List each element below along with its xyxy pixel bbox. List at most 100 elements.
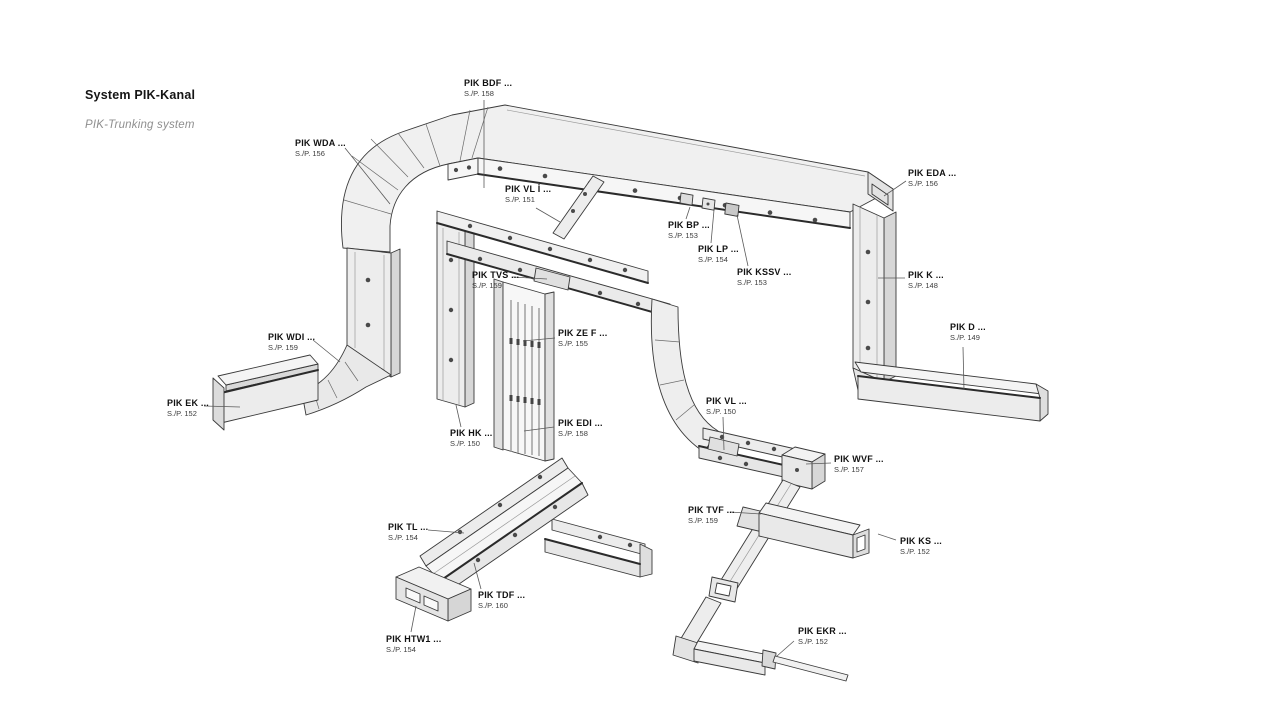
part-page-ref: S./P. 149 bbox=[950, 333, 980, 342]
part-name: PIK TL ... bbox=[388, 522, 429, 532]
leader-line-pik-vl-i bbox=[535, 207, 561, 223]
part-page-ref: S./P. 154 bbox=[386, 645, 416, 654]
part-name: PIK KSSV ... bbox=[737, 267, 792, 277]
leader-line-pik-hk bbox=[455, 404, 462, 428]
part-name: PIK HTW1 ... bbox=[386, 634, 442, 644]
part-name: PIK KS ... bbox=[900, 536, 943, 546]
leader-line-pik-tvf bbox=[729, 511, 762, 515]
wvf-corner bbox=[781, 446, 826, 490]
part-name: PIK WVF ... bbox=[834, 454, 884, 464]
label-pik-k: PIK K ...S./P. 148 bbox=[908, 270, 944, 290]
left-column bbox=[346, 247, 401, 378]
part-name: PIK LP ... bbox=[698, 244, 739, 254]
right-corner-eda bbox=[867, 171, 894, 212]
label-pik-htw1: PIK HTW1 ...S./P. 154 bbox=[386, 634, 441, 654]
part-page-ref: S./P. 152 bbox=[798, 637, 828, 646]
label-pik-tvs: PIK TVS ...S./P. 159 bbox=[472, 270, 519, 290]
label-pik-ze-f: PIK ZE F ...S./P. 155 bbox=[558, 328, 607, 348]
label-pik-tvf: PIK TVF ...S./P. 159 bbox=[688, 505, 735, 525]
part-page-ref: S./P. 159 bbox=[688, 516, 718, 525]
cable-column bbox=[493, 278, 555, 462]
leader-line-pik-edi bbox=[523, 426, 555, 432]
part-page-ref: S./P. 148 bbox=[908, 281, 938, 290]
part-page-ref: S./P. 158 bbox=[464, 89, 494, 98]
leader-line-pik-wda bbox=[344, 147, 391, 205]
part-name: PIK EDA ... bbox=[908, 168, 957, 178]
part-page-ref: S./P. 158 bbox=[558, 429, 588, 438]
part-name: PIK TVS ... bbox=[472, 270, 520, 280]
leader-line-pik-bp bbox=[685, 206, 691, 220]
leader-line-pik-vl bbox=[722, 416, 725, 451]
part-page-ref: S./P. 155 bbox=[558, 339, 588, 348]
leader-line-pik-wvf bbox=[805, 462, 832, 465]
part-name: PIK TDF ... bbox=[478, 590, 526, 600]
leader-line-pik-eda bbox=[883, 180, 907, 197]
leader-line-pik-tvs bbox=[512, 276, 548, 280]
part-page-ref: S./P. 151 bbox=[505, 195, 535, 204]
part-name: PIK BP ... bbox=[668, 220, 710, 230]
label-pik-eda: PIK EDA ...S./P. 156 bbox=[908, 168, 956, 188]
part-name: PIK VL ... bbox=[706, 396, 747, 406]
label-pik-tdf: PIK TDF ...S./P. 160 bbox=[478, 590, 525, 610]
part-page-ref: S./P. 160 bbox=[478, 601, 508, 610]
right-column-k bbox=[852, 203, 897, 383]
d-channel bbox=[852, 361, 1049, 422]
part-name: PIK EDI ... bbox=[558, 418, 603, 428]
label-pik-vl-i: PIK VL İ ...S./P. 151 bbox=[505, 184, 551, 204]
leader-line-pik-ekr bbox=[776, 640, 795, 657]
leader-line-pik-d bbox=[962, 346, 965, 391]
page-title: System PIK-Kanal bbox=[85, 88, 196, 102]
part-page-ref: S./P. 150 bbox=[706, 407, 736, 416]
label-pik-vl: PIK VL ...S./P. 150 bbox=[706, 396, 747, 416]
clamp-bp bbox=[679, 192, 694, 206]
page-subtitle: PIK-Trunking system bbox=[85, 119, 195, 131]
clamp-kssv bbox=[724, 202, 740, 217]
part-name: PIK ZE F ... bbox=[558, 328, 608, 338]
part-page-ref: S./P. 157 bbox=[834, 465, 864, 474]
part-page-ref: S./P. 159 bbox=[268, 343, 298, 352]
part-name: PIK VL İ ... bbox=[505, 184, 552, 194]
label-pik-kssv: PIK KSSV ...S./P. 153 bbox=[737, 267, 791, 287]
label-pik-ekr: PIK EKR ...S./P. 152 bbox=[798, 626, 847, 646]
htw1-end-box bbox=[395, 566, 472, 622]
part-page-ref: S./P. 153 bbox=[737, 278, 767, 287]
hk-column bbox=[436, 222, 475, 408]
label-pik-wvf: PIK WVF ...S./P. 157 bbox=[834, 454, 884, 474]
part-name: PIK EK ... bbox=[167, 398, 210, 408]
part-page-ref: S./P. 152 bbox=[900, 547, 930, 556]
leader-line-pik-lp bbox=[710, 209, 715, 244]
label-pik-bp: PIK BP ...S./P. 153 bbox=[668, 220, 710, 240]
leader-line-pik-htw1 bbox=[410, 605, 417, 633]
part-page-ref: S./P. 152 bbox=[167, 409, 197, 418]
label-pik-bdf: PIK BDF ...S./P. 158 bbox=[464, 78, 512, 98]
leader-line-pik-tdf bbox=[473, 562, 482, 590]
ekr-corner-run bbox=[672, 596, 849, 682]
label-pik-ks: PIK KS ...S./P. 152 bbox=[900, 536, 942, 556]
part-name: PIK HK ... bbox=[450, 428, 493, 438]
part-name: PIK WDA ... bbox=[295, 138, 346, 148]
label-pik-lp: PIK LP ...S./P. 154 bbox=[698, 244, 739, 264]
part-page-ref: S./P. 154 bbox=[698, 255, 728, 264]
part-name: PIK TVF ... bbox=[688, 505, 735, 515]
part-name: PIK WDI ... bbox=[268, 332, 316, 342]
ks-duct bbox=[758, 502, 870, 559]
label-pik-ek: PIK EK ...S./P. 152 bbox=[167, 398, 209, 418]
tl-run bbox=[419, 457, 589, 594]
tdf-branch bbox=[544, 518, 653, 578]
part-page-ref: S./P. 154 bbox=[388, 533, 418, 542]
label-pik-d: PIK D ...S./P. 149 bbox=[950, 322, 986, 342]
part-page-ref: S./P. 156 bbox=[295, 149, 325, 158]
label-pik-wdi: PIK WDI ...S./P. 159 bbox=[268, 332, 315, 352]
label-pik-edi: PIK EDI ...S./P. 158 bbox=[558, 418, 603, 438]
part-name: PIK K ... bbox=[908, 270, 944, 280]
label-pik-wda: PIK WDA ...S./P. 156 bbox=[295, 138, 346, 158]
label-pik-tl: PIK TL ...S./P. 154 bbox=[388, 522, 428, 542]
leader-line-pik-ks bbox=[877, 533, 897, 541]
part-page-ref: S./P. 156 bbox=[908, 179, 938, 188]
part-name: PIK D ... bbox=[950, 322, 986, 332]
part-name: PIK EKR ... bbox=[798, 626, 847, 636]
leader-line-pik-tl bbox=[427, 529, 465, 534]
part-page-ref: S./P. 159 bbox=[472, 281, 502, 290]
